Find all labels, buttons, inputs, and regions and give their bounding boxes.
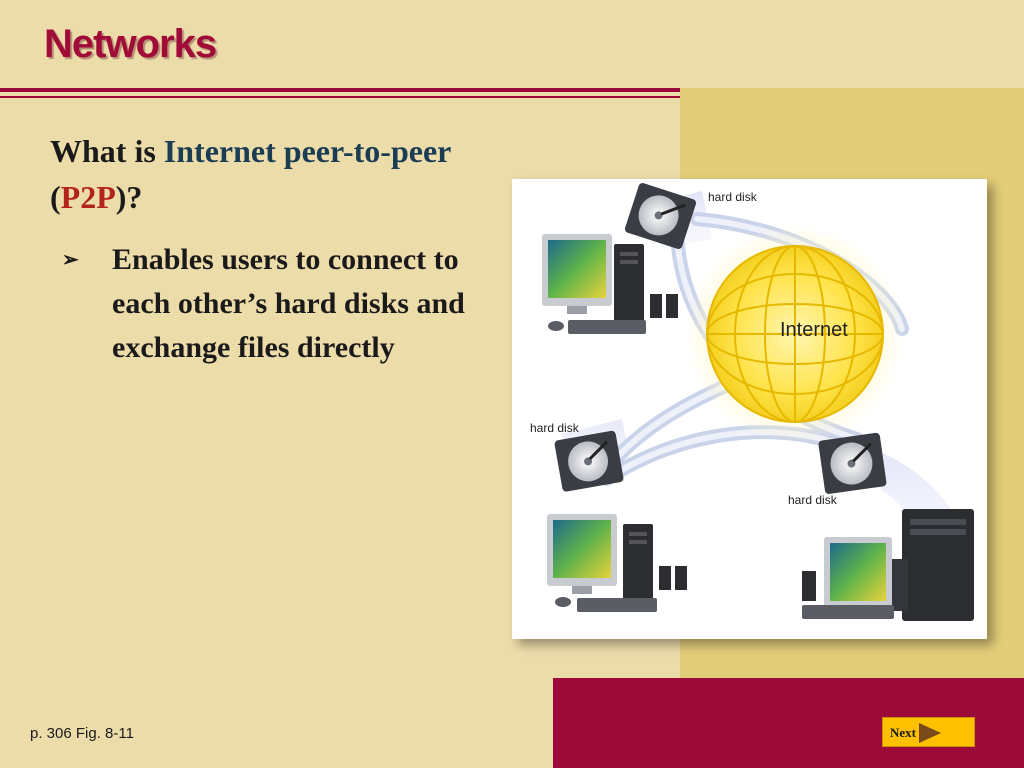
bullet-list: ➢ Enables users to connect to each other… [62, 238, 482, 370]
arrow-right-icon [919, 723, 941, 743]
question-term: Internet peer-to-peer [163, 133, 452, 169]
slide-title: Networks [44, 22, 217, 66]
title-rule-bottom [0, 96, 680, 98]
question-abbr: P2P [60, 179, 116, 215]
hard-disk-icon [624, 183, 697, 249]
question-prefix: What is [50, 133, 164, 169]
internet-globe: Internet [685, 224, 905, 444]
title-rule-top [0, 88, 680, 92]
p2p-network-figure: Internet hard disk hard disk hard disk [512, 179, 987, 639]
desktop-computer-icon [802, 509, 974, 621]
hard-disk-icon [818, 432, 887, 494]
hard-disk-icon [554, 430, 624, 492]
question-heading: What is Internet peer-to-peer (P2P)? [50, 128, 550, 220]
internet-label: Internet [780, 319, 848, 341]
next-label: Next [890, 725, 916, 740]
question-open-paren: ( [50, 179, 61, 215]
hard-disk-label: hard disk [788, 493, 838, 507]
next-button[interactable]: Next [882, 717, 975, 747]
page-reference: p. 306 Fig. 8-11 [30, 725, 134, 742]
hard-disk-label: hard disk [708, 190, 758, 204]
desktop-computer-icon [547, 514, 687, 612]
question-close: )? [115, 179, 143, 215]
hard-disk-label: hard disk [530, 421, 580, 435]
desktop-computer-icon [542, 234, 678, 334]
arrow-bullet-icon: ➢ [62, 249, 79, 271]
bullet-item: ➢ Enables users to connect to each other… [62, 238, 482, 370]
bullet-text: Enables users to connect to each other’s… [112, 243, 465, 364]
